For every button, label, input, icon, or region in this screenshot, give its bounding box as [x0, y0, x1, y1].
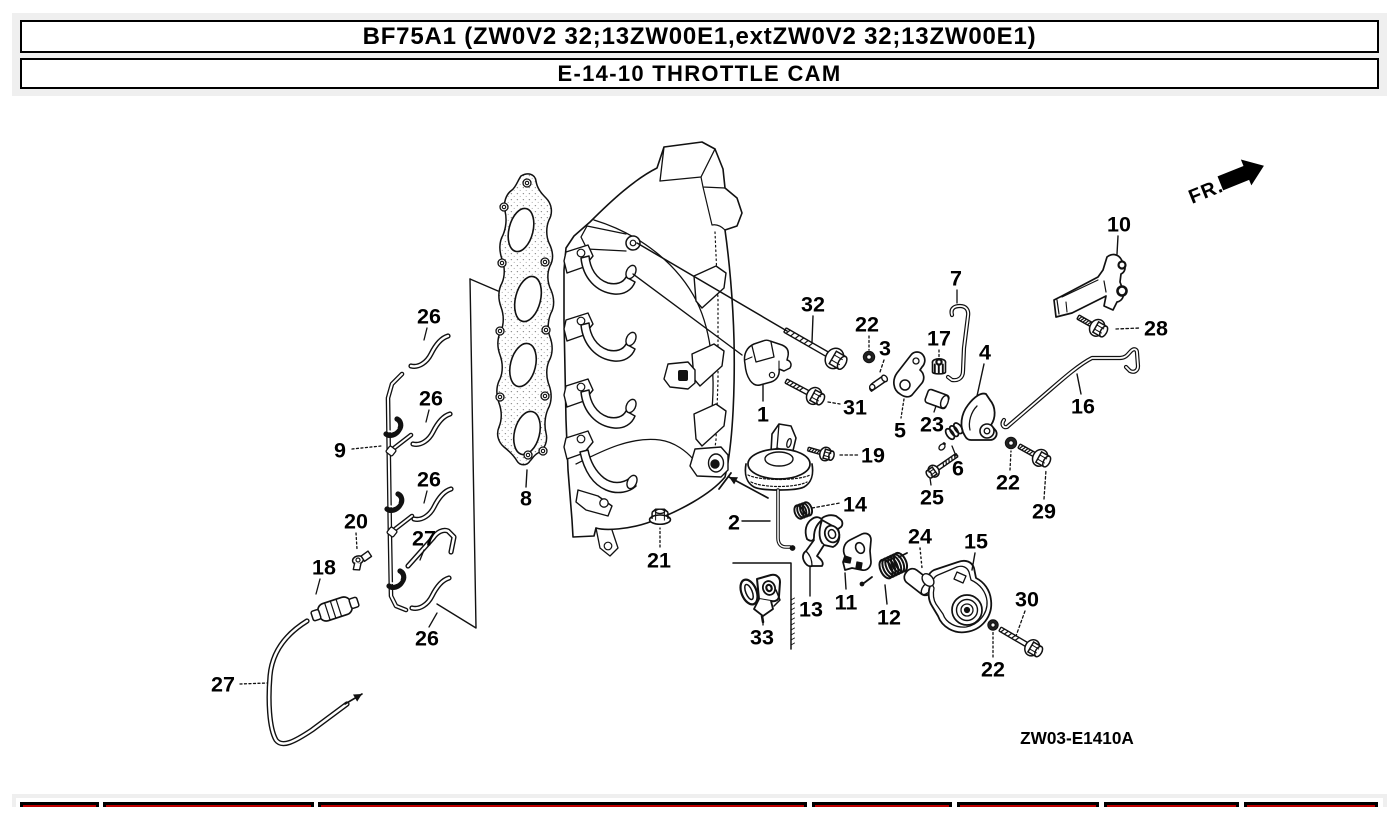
svg-text:31: 31 [843, 396, 867, 420]
svg-text:28: 28 [1144, 317, 1168, 341]
svg-text:32: 32 [801, 293, 825, 317]
svg-text:15: 15 [964, 530, 988, 554]
svg-text:5: 5 [894, 419, 906, 443]
svg-text:33: 33 [750, 626, 774, 650]
svg-text:8: 8 [520, 487, 532, 511]
svg-text:18: 18 [312, 556, 336, 580]
svg-text:25: 25 [920, 486, 944, 510]
svg-text:1: 1 [757, 403, 769, 427]
svg-text:22: 22 [996, 471, 1020, 495]
svg-text:10: 10 [1107, 213, 1131, 237]
svg-text:26: 26 [419, 387, 443, 411]
svg-text:27: 27 [211, 673, 235, 697]
svg-text:16: 16 [1071, 395, 1095, 419]
svg-text:7: 7 [950, 267, 962, 291]
svg-text:4: 4 [979, 341, 991, 365]
svg-text:26: 26 [417, 305, 441, 329]
svg-text:2: 2 [728, 511, 740, 535]
svg-text:14: 14 [843, 493, 867, 517]
svg-text:11: 11 [835, 591, 858, 615]
svg-text:3: 3 [879, 337, 891, 361]
svg-text:9: 9 [334, 439, 346, 463]
svg-text:19: 19 [861, 444, 885, 468]
svg-text:ZW03-E1410A: ZW03-E1410A [1020, 728, 1134, 748]
svg-text:20: 20 [344, 510, 368, 534]
svg-text:13: 13 [799, 598, 823, 622]
svg-text:21: 21 [647, 549, 671, 573]
svg-text:24: 24 [908, 525, 932, 549]
svg-text:27: 27 [412, 527, 436, 551]
svg-text:26: 26 [417, 468, 441, 492]
svg-text:30: 30 [1015, 588, 1039, 612]
svg-text:17: 17 [927, 327, 951, 351]
svg-text:23: 23 [920, 413, 944, 437]
svg-text:22: 22 [855, 313, 879, 337]
svg-text:6: 6 [952, 457, 964, 481]
svg-text:12: 12 [877, 606, 901, 630]
svg-text:22: 22 [981, 658, 1005, 682]
svg-text:26: 26 [415, 627, 439, 651]
svg-text:29: 29 [1032, 500, 1056, 524]
